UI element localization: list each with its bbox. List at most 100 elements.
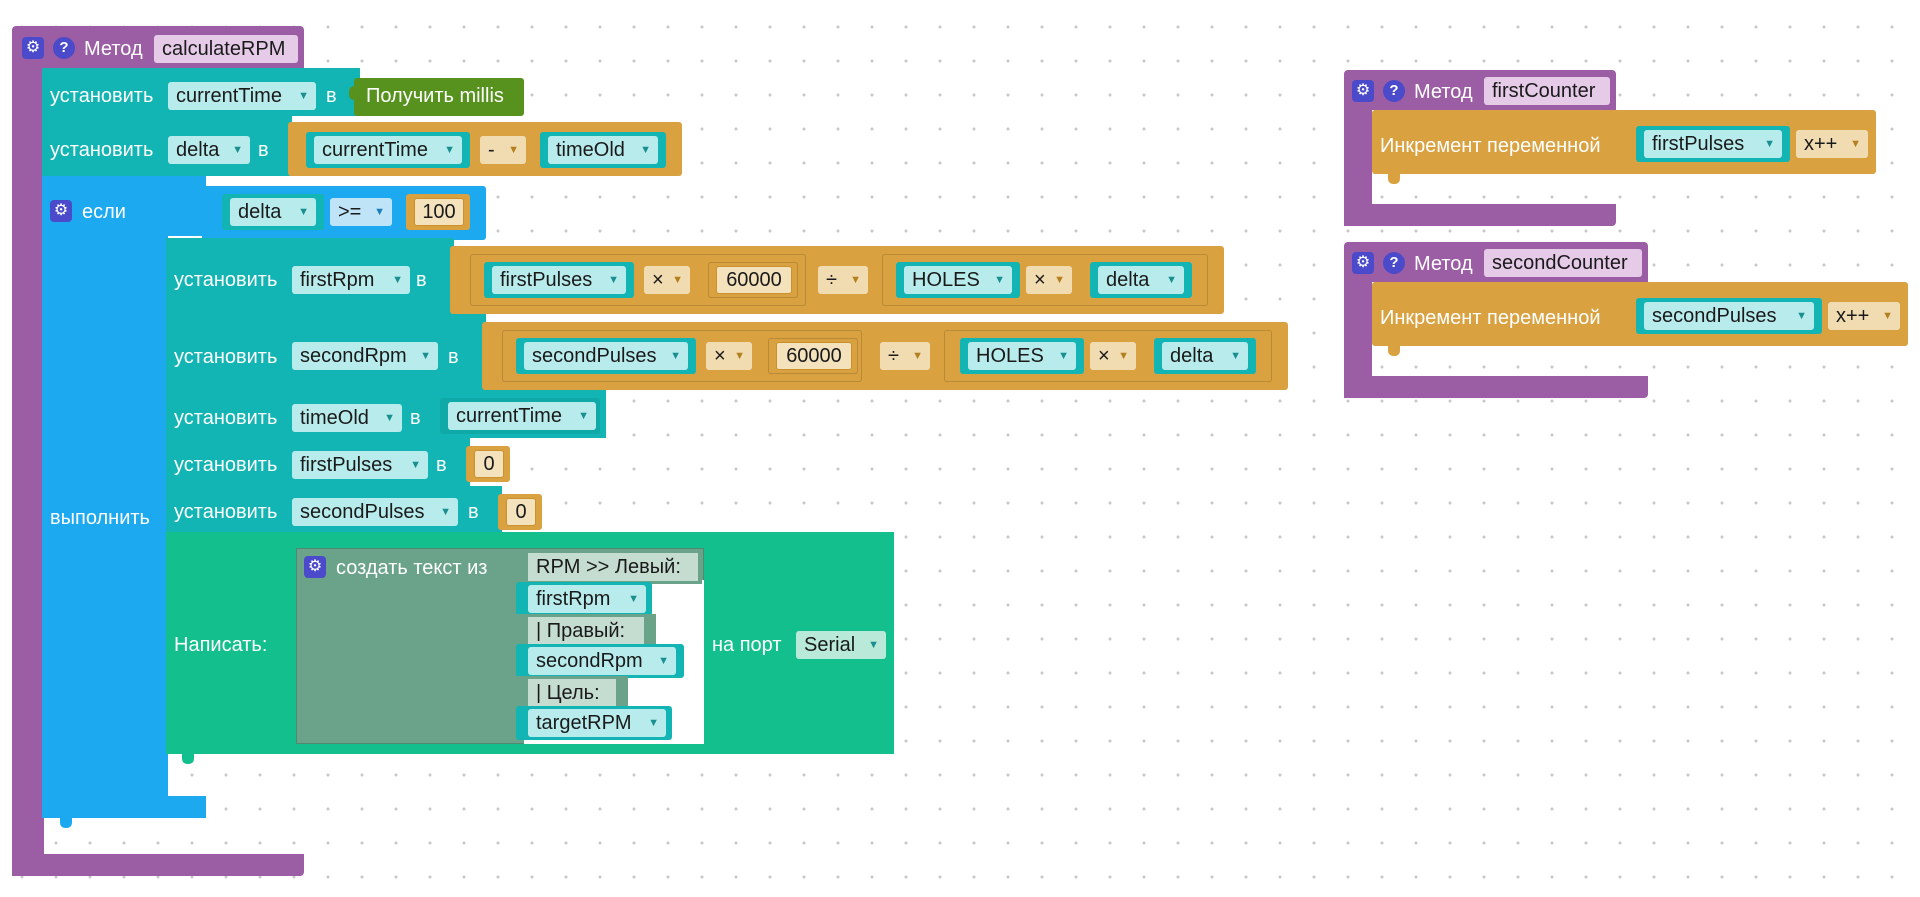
increment-operator-dropdown[interactable]: x++▼ (1828, 302, 1900, 330)
operator-dropdown[interactable]: ×▼ (644, 266, 690, 294)
variable-name: firstRpm (536, 588, 611, 610)
variable-dropdown[interactable]: firstPulses ▼ (292, 451, 428, 479)
variable-dropdown[interactable]: firstPulses▼ (492, 266, 626, 294)
number-value[interactable]: 0 (474, 450, 504, 478)
variable-name: delta (176, 139, 220, 161)
gear-icon[interactable]: ⚙ (1352, 252, 1374, 274)
dropdown-arrow-icon: ▼ (410, 459, 421, 471)
number-value[interactable]: 60000 (776, 342, 852, 370)
variable-dropdown[interactable]: currentTime▼ (314, 136, 462, 164)
method-keyword: Метод (84, 38, 143, 60)
variable-dropdown[interactable]: targetRPM▼ (528, 709, 666, 737)
block-notch (60, 818, 72, 828)
method-footer (1344, 204, 1616, 226)
dropdown-arrow-icon: ▼ (374, 206, 385, 218)
variable-dropdown[interactable]: secondRpm▼ (528, 647, 676, 675)
compare-operator-dropdown[interactable]: >=▼ (330, 198, 392, 226)
port-dropdown[interactable]: Serial▼ (796, 631, 886, 659)
dropdown-arrow-icon: ▼ (672, 274, 683, 286)
operator: × (1098, 345, 1110, 367)
dropdown-arrow-icon: ▼ (1118, 350, 1129, 362)
text-value[interactable]: | Цель: (528, 679, 616, 707)
variable-dropdown[interactable]: timeOld▼ (292, 404, 402, 432)
variable-dropdown[interactable]: secondPulses▼ (292, 498, 458, 526)
block-peg (349, 86, 359, 100)
get-millis-block[interactable] (354, 78, 524, 116)
variable-name: delta (1106, 269, 1150, 291)
text-value[interactable]: RPM >> Левый: (528, 553, 698, 581)
do-label: выполнить (50, 507, 150, 529)
method-name-field[interactable]: secondCounter (1484, 249, 1642, 277)
gear-icon[interactable]: ⚙ (22, 37, 44, 59)
operator-dropdown[interactable]: ×▼ (1090, 342, 1136, 370)
variable-name: HOLES (976, 345, 1044, 367)
method-name-field[interactable]: firstCounter (1484, 77, 1610, 105)
increment-label: Инкремент переменной (1380, 307, 1601, 329)
operator-dropdown[interactable]: ×▼ (706, 342, 752, 370)
variable-dropdown[interactable]: secondRpm▼ (292, 342, 438, 370)
gear-icon[interactable]: ⚙ (304, 556, 326, 578)
increment-block[interactable] (1372, 110, 1876, 174)
if-footer (42, 796, 206, 818)
variable-dropdown[interactable]: delta▼ (1098, 266, 1184, 294)
operator: x++ (1836, 305, 1870, 327)
dropdown-arrow-icon: ▼ (670, 350, 681, 362)
variable-dropdown[interactable]: firstRpm▼ (292, 266, 410, 294)
operator-dropdown[interactable]: ÷▼ (880, 342, 930, 370)
variable-dropdown[interactable]: currentTime ▼ (448, 402, 596, 430)
set-label: установить (174, 454, 278, 476)
help-icon[interactable]: ? (1383, 252, 1405, 274)
variable-name: HOLES (912, 269, 980, 291)
number-value[interactable]: 60000 (716, 266, 792, 294)
set-label: установить (174, 346, 278, 368)
dropdown-arrow-icon: ▼ (1764, 138, 1775, 150)
variable-dropdown[interactable]: timeOld▼ (548, 136, 658, 164)
variable-dropdown[interactable]: secondPulses▼ (1644, 302, 1814, 330)
variable-dropdown[interactable]: HOLES▼ (968, 342, 1076, 370)
variable-name: timeOld (300, 407, 369, 429)
variable-name: firstPulses (300, 454, 393, 476)
operator-dropdown[interactable]: -▼ (480, 136, 526, 164)
method-keyword: Метод (1414, 253, 1473, 275)
operator: - (488, 139, 495, 161)
variable-name: secondRpm (536, 650, 643, 672)
variable-name: firstPulses (1652, 133, 1745, 155)
variable-dropdown[interactable]: delta▼ (168, 136, 250, 164)
variable-name: delta (1170, 345, 1214, 367)
variable-dropdown[interactable]: HOLES▼ (904, 266, 1012, 294)
method-block-calculateRPM[interactable]: ⚙ ? Метод calculateRPM установить curren… (0, 0, 1288, 876)
dropdown-arrow-icon: ▼ (1230, 350, 1241, 362)
dropdown-arrow-icon: ▼ (578, 410, 589, 422)
in-label: в (436, 454, 447, 476)
set-label: установить (174, 407, 278, 429)
help-icon[interactable]: ? (1383, 80, 1405, 102)
gear-icon[interactable]: ⚙ (1352, 80, 1374, 102)
method-keyword: Метод (1414, 81, 1473, 103)
set-label: установить (174, 269, 278, 291)
variable-dropdown[interactable]: delta ▼ (1162, 342, 1248, 370)
increment-operator-dropdown[interactable]: x++▼ (1796, 130, 1868, 158)
operator-dropdown[interactable]: ×▼ (1026, 266, 1072, 294)
number-value[interactable]: 0 (506, 498, 536, 526)
method-footer (12, 854, 304, 876)
set-label: установить (174, 501, 278, 523)
variable-dropdown[interactable]: secondPulses▼ (524, 342, 688, 370)
dropdown-arrow-icon: ▼ (420, 350, 431, 362)
variable-name: currentTime (456, 405, 562, 427)
help-icon[interactable]: ? (53, 37, 75, 59)
gear-icon[interactable]: ⚙ (50, 200, 72, 222)
if-left-bar (42, 176, 168, 818)
text-value[interactable]: | Правый: (528, 617, 644, 645)
variable-name: secondPulses (1652, 305, 1777, 327)
set-delta-block[interactable] (42, 116, 292, 176)
method-name-field[interactable]: calculateRPM (154, 35, 298, 63)
number-value[interactable]: 100 (414, 198, 464, 226)
dropdown-arrow-icon: ▼ (640, 144, 651, 156)
variable-dropdown[interactable]: firstPulses ▼ (1644, 130, 1782, 158)
dropdown-arrow-icon: ▼ (1850, 138, 1861, 150)
variable-dropdown[interactable]: currentTime▼ (168, 82, 316, 110)
variable-name: delta (238, 201, 282, 223)
variable-dropdown[interactable]: delta▼ (230, 198, 316, 226)
variable-dropdown[interactable]: firstRpm▼ (528, 585, 646, 613)
operator-dropdown[interactable]: ÷▼ (818, 266, 868, 294)
